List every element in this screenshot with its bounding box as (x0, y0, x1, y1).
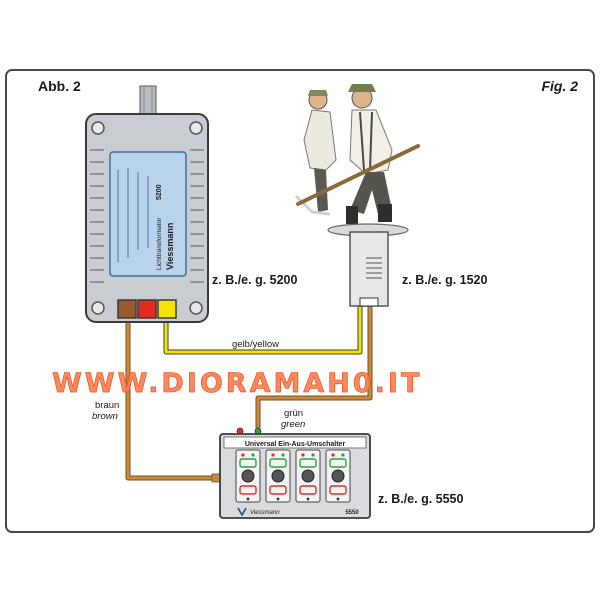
light-tube (349, 231, 389, 307)
switch-brand: Viessmann (250, 510, 280, 516)
side-connector (211, 473, 221, 483)
light-return-wire-core (256, 306, 372, 428)
brown-wire-label-en: brown (92, 411, 118, 422)
switch-caption: z. B./e. g. 5550 (378, 492, 464, 506)
transformer-5200: Viessmann Lichttransformator 5200 (85, 85, 209, 323)
switch-model: 5550 (345, 510, 359, 516)
switch-title-bar (223, 436, 367, 449)
transformer-label-text: Viessmann Lichttransformator 5200 (156, 184, 175, 270)
figure-light-caption: z. B./e. g. 1520 (402, 273, 488, 287)
green-wire-label-de: grün (284, 408, 303, 419)
green-wire-label-en: green (281, 419, 305, 430)
switch-module (325, 449, 351, 503)
transformer-model: 5200 (156, 184, 163, 200)
switch-panel-5550: Universal Ein-Aus-Umschalter (211, 427, 371, 519)
terminal-red (137, 299, 157, 319)
yellow-wire-core (164, 306, 362, 354)
switch-module (295, 449, 321, 503)
transformer-caption: z. B./e. g. 5200 (212, 273, 298, 287)
watermark: WWW.DIORAMAH0.IT (52, 368, 422, 399)
figure-label-de: Abb. 2 (38, 78, 81, 94)
transformer-product: Lichttransformator (156, 217, 163, 270)
viessmann-logo-icon (237, 507, 247, 517)
power-cable (139, 85, 157, 117)
worker-figures (294, 84, 420, 224)
terminal-yellow (157, 299, 177, 319)
brown-wire-label-de: braun (95, 400, 119, 411)
yellow-wire-label: gelb/yellow (232, 339, 279, 350)
brown-wire-core (126, 318, 214, 480)
figure-light-1520 (294, 84, 420, 307)
figure-label-en: Fig. 2 (541, 78, 578, 94)
switch-title: Universal Ein-Aus-Umschalter (245, 441, 346, 448)
terminal-brown (117, 299, 137, 319)
switch-module (235, 449, 261, 503)
transformer-brand: Viessmann (165, 223, 175, 270)
switch-module (265, 449, 291, 503)
